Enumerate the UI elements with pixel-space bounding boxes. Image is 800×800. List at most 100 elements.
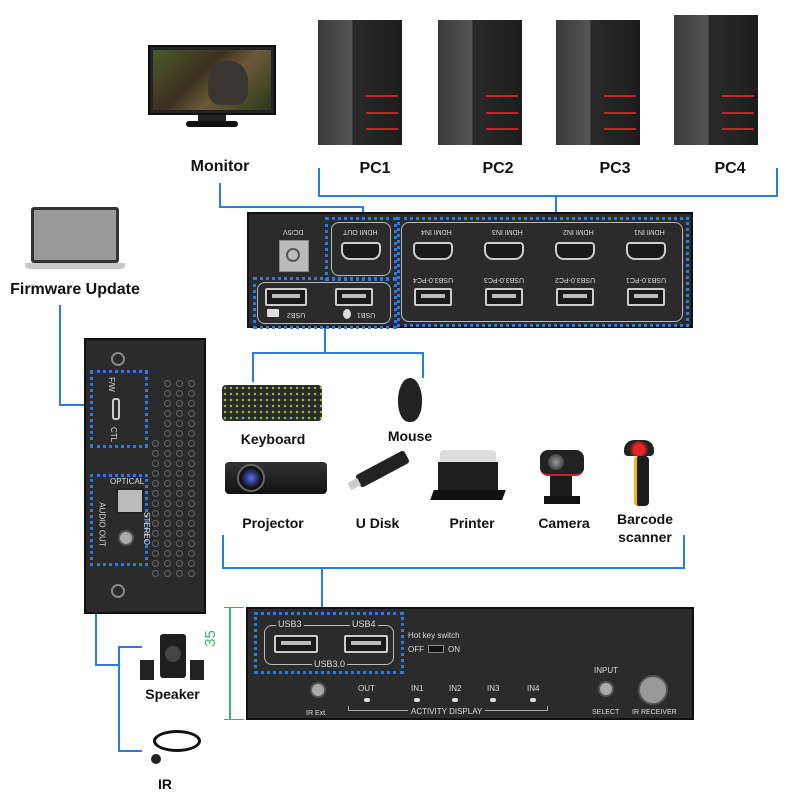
- connector-line: [683, 535, 685, 569]
- ir-receiver-label: IR RECEIVER: [632, 709, 677, 716]
- pc-tower: [318, 20, 402, 145]
- vent-hole: [188, 570, 195, 577]
- connector-line: [222, 535, 224, 569]
- hdmi-in2-label: HDMI IN2: [563, 228, 594, 235]
- usb3-port[interactable]: [274, 635, 318, 653]
- micro-usb-port[interactable]: [112, 398, 120, 420]
- connector-line: [95, 664, 120, 666]
- hotkey-off-label: OFF: [408, 645, 424, 654]
- connector-line: [222, 567, 685, 569]
- highlight-box: [254, 612, 404, 674]
- connector-line: [118, 750, 142, 752]
- hdmi-in4-port[interactable]: [413, 242, 453, 260]
- projector-image: [225, 462, 327, 494]
- connector-line: [219, 183, 221, 207]
- keyboard-icon: [267, 309, 279, 317]
- vent-hole: [176, 560, 183, 567]
- vent-hole: [164, 390, 171, 397]
- connector-line: [776, 168, 778, 196]
- usb-pc1-label: USB3.0-PC1: [626, 276, 667, 283]
- vent-hole: [152, 450, 159, 457]
- vent-hole: [176, 550, 183, 557]
- hdmi-in1-port[interactable]: [626, 242, 666, 260]
- vent-hole: [164, 460, 171, 467]
- dimension-line: [229, 607, 231, 719]
- hdmi-out-group: [331, 222, 391, 276]
- vent-hole: [176, 490, 183, 497]
- vent-hole: [152, 470, 159, 477]
- led-in1-label: IN1: [411, 684, 424, 693]
- vent-hole: [152, 490, 159, 497]
- input-select-button[interactable]: [598, 681, 614, 697]
- led-in3: [490, 698, 496, 702]
- stereo-port[interactable]: [118, 530, 134, 546]
- fw-label: F/W: [106, 377, 116, 392]
- dc-port[interactable]: [279, 240, 309, 272]
- vent-hole: [188, 560, 195, 567]
- ir-label: IR: [158, 776, 172, 792]
- vent-hole: [188, 500, 195, 507]
- led-in4: [530, 698, 536, 702]
- vent-hole: [176, 450, 183, 457]
- usb-pc2-label: USB3.0-PC2: [555, 276, 596, 283]
- dimension-tick: [224, 719, 244, 720]
- pc3-label: PC3: [599, 160, 631, 177]
- led-out: [364, 698, 370, 702]
- connector-line: [252, 352, 254, 382]
- hotkey-on-label: ON: [448, 645, 460, 654]
- ir-ext-port[interactable]: [310, 682, 326, 698]
- vent-hole: [152, 500, 159, 507]
- vent-hole: [164, 530, 171, 537]
- vent-hole: [188, 450, 195, 457]
- hotkey-title: Hot key switch: [408, 631, 460, 640]
- usb3-label: USB3: [276, 619, 304, 629]
- usb-pc3-port[interactable]: [485, 288, 523, 306]
- usb-pc2-port[interactable]: [556, 288, 594, 306]
- vent-hole: [188, 470, 195, 477]
- vent-hole: [188, 490, 195, 497]
- vent-hole: [188, 460, 195, 467]
- connector-line: [321, 567, 323, 607]
- vent-hole: [176, 460, 183, 467]
- optical-port[interactable]: [116, 488, 144, 514]
- keyboard-image: [222, 385, 322, 421]
- vent-hole: [152, 540, 159, 547]
- vent-hole: [188, 550, 195, 557]
- highlight-box: [325, 217, 397, 281]
- printer-image: [430, 450, 506, 505]
- vent-hole: [176, 390, 183, 397]
- vent-hole: [152, 510, 159, 517]
- usb1-port[interactable]: [335, 288, 373, 306]
- highlight-box: [90, 474, 148, 566]
- hdmi-out-port[interactable]: [341, 242, 381, 260]
- firmware-update-label: Firmware Update: [10, 281, 140, 298]
- vent-hole: [152, 570, 159, 577]
- input-label: INPUT: [594, 666, 618, 675]
- monitor-label: Monitor: [190, 158, 250, 175]
- connector-line: [318, 195, 778, 197]
- usb-pc4-label: USB3.0-PC4: [413, 276, 454, 283]
- usb-pc1-port[interactable]: [627, 288, 665, 306]
- hdmi-in3-port[interactable]: [484, 242, 524, 260]
- usb-pc4-port[interactable]: [414, 288, 452, 306]
- rear-panel: DC/5V HDMI OUT HDMI IN4 HDMI IN3 HDMI IN…: [247, 212, 693, 329]
- hotkey-switch[interactable]: [428, 645, 444, 653]
- connector-line: [422, 352, 424, 378]
- usb4-port[interactable]: [344, 635, 388, 653]
- connector-line: [555, 195, 557, 216]
- connector-line: [318, 168, 320, 196]
- vent-hole: [152, 550, 159, 557]
- led-in3-label: IN3: [487, 684, 500, 693]
- connector-line: [219, 206, 364, 208]
- vent-hole: [176, 380, 183, 387]
- usb2-port[interactable]: [265, 288, 307, 306]
- speaker-label: Speaker: [145, 686, 200, 702]
- pc4-label: PC4: [714, 160, 746, 177]
- vent-hole: [176, 480, 183, 487]
- vent-hole: [164, 410, 171, 417]
- connector-line: [118, 646, 142, 648]
- hdmi-in2-port[interactable]: [555, 242, 595, 260]
- led-in1: [414, 698, 420, 702]
- connector-line: [59, 404, 89, 406]
- highlight-box: [397, 217, 689, 327]
